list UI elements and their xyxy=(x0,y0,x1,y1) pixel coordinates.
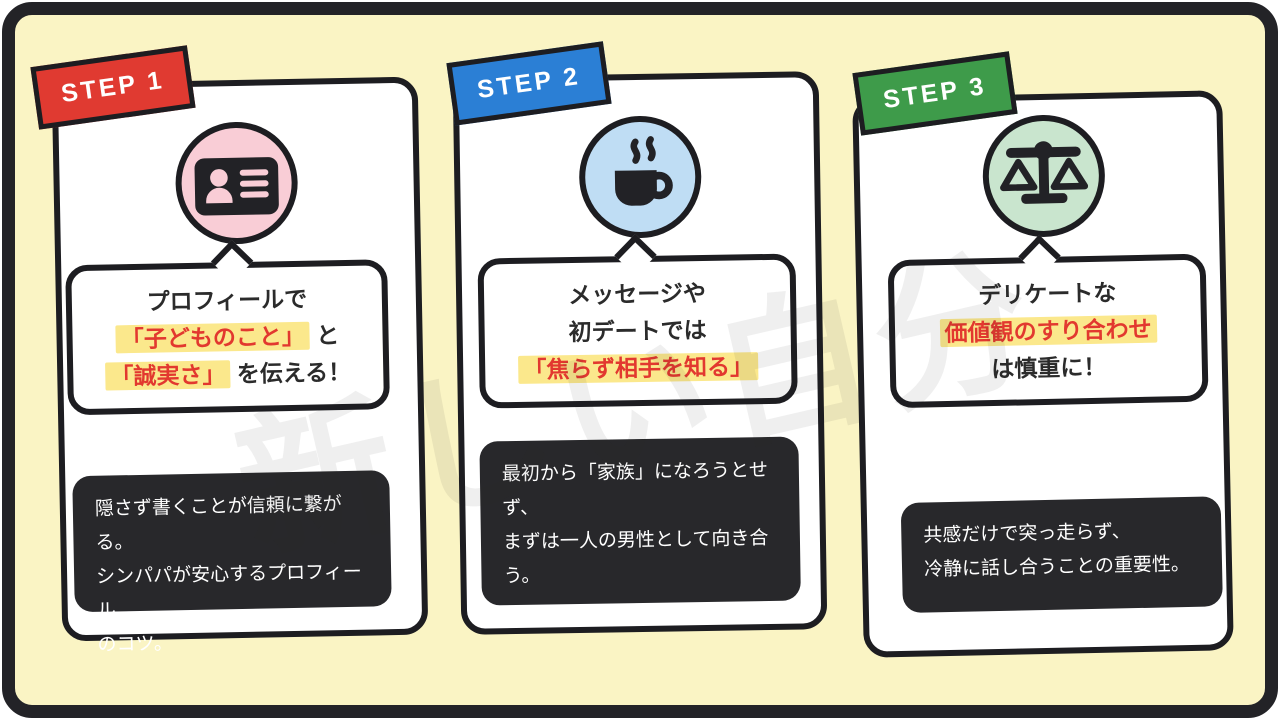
step-2-note: 最初から「家族」になろうとせず、まずは一人の男性として向き合う。 xyxy=(479,436,801,606)
step-1-icon-circle xyxy=(174,120,299,246)
note-line: 隠さず書くことが信頼に繋がる。 xyxy=(94,494,343,554)
bubble-line: メッセージや xyxy=(568,274,706,313)
highlighted-keyword: 「焦らず相手を知る」 xyxy=(518,351,759,384)
step-3-note: 共感だけで突っ走らず、冷静に話し合うことの重要性。 xyxy=(900,496,1223,613)
note-line: のコツ。 xyxy=(97,633,174,656)
highlighted-keyword: 「誠実さ」 xyxy=(105,359,231,391)
bubble-line: 「子どものこと」 と xyxy=(115,317,340,358)
balance-scale-icon xyxy=(1000,141,1089,204)
step-1-headline-bubble: プロフィールで「子どものこと」 と「誠実さ」 を伝える！ xyxy=(65,259,390,416)
bubble-line: プロフィールで xyxy=(146,280,307,320)
bubble-line: デリケートな xyxy=(978,274,1117,314)
note-line: 冷静に話し合うことの重要性。 xyxy=(923,553,1191,581)
bubble-text: メッセージや xyxy=(568,279,707,308)
bubble-text: を伝える！ xyxy=(230,358,352,387)
note-line: まずは一人の男性として向き合 xyxy=(502,528,769,554)
bubble-line: 「焦らず相手を知る」 xyxy=(518,348,759,389)
bubble-text: プロフィールで xyxy=(146,285,308,315)
step-3-headline-bubble: デリケートな価値観のすり合わせは慎重に！ xyxy=(887,253,1209,409)
note-line: 最初から「家族」になろうとせ xyxy=(501,460,769,486)
bubble-text: 初デートでは xyxy=(568,316,707,345)
note-line: 共感だけで突っ走らず、 xyxy=(923,521,1131,547)
note-line: う。 xyxy=(503,565,541,588)
note-line: シンパパが安心するプロフィール xyxy=(95,561,362,622)
bubble-text: と xyxy=(309,321,340,349)
highlighted-keyword: 価値観のすり合わせ xyxy=(939,314,1157,347)
note-line: ず、 xyxy=(502,497,540,520)
bubble-text: デリケートな xyxy=(978,278,1117,308)
step-card-2: メッセージや初デートでは「焦らず相手を知る」 最初から「家族」になろうとせず、ま… xyxy=(452,71,828,635)
bubble-line: 初デートでは xyxy=(568,311,707,350)
step-3-icon-circle xyxy=(981,113,1107,239)
bubble-line: は慎重に！ xyxy=(991,348,1107,387)
step-card-1: プロフィールで「子どものこと」 と「誠実さ」 を伝える！ 隠さず書くことが信頼に… xyxy=(51,76,429,656)
step-2-headline-bubble: メッセージや初デートでは「焦らず相手を知る」 xyxy=(477,253,798,409)
bubble-line: 価値観のすり合わせ xyxy=(939,310,1157,352)
bubble-line: 「誠実さ」 を伝える！ xyxy=(105,353,351,395)
id-card-icon xyxy=(194,157,279,216)
bubble-text: は慎重に！ xyxy=(991,353,1107,382)
coffee-cup-icon xyxy=(614,136,673,206)
step-1-note: 隠さず書くことが信頼に繋がる。シンパパが安心するプロフィールのコツ。 xyxy=(72,470,392,656)
step-card-3: デリケートな価値観のすり合わせは慎重に！ 共感だけで突っ走らず、冷静に話し合うこ… xyxy=(852,90,1234,658)
step-2-icon-circle xyxy=(578,115,703,239)
highlighted-keyword: 「子どものこと」 xyxy=(115,321,311,353)
